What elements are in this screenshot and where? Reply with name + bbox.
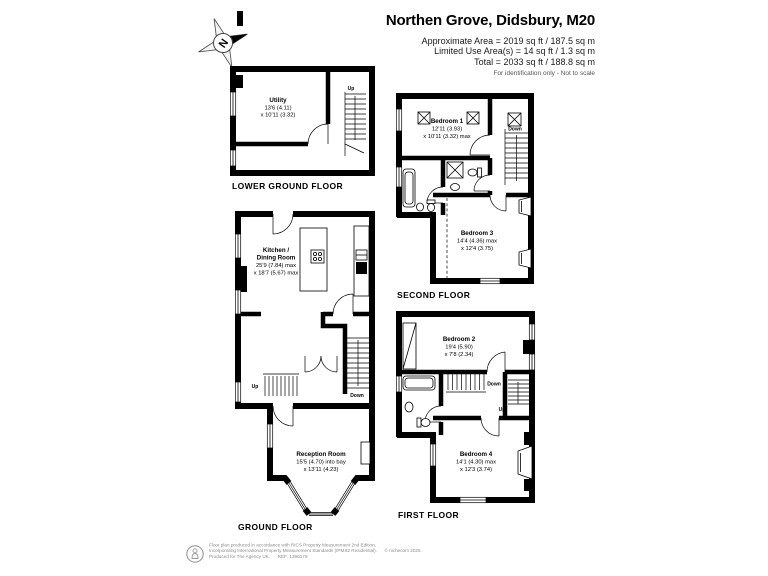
sink	[450, 183, 460, 191]
stairs-down-label: Down	[350, 393, 364, 399]
room-dim: x 12'4 (3.75)	[461, 246, 493, 252]
header-block: Northen Grove, Didsbury, M20 Approximate…	[295, 12, 595, 77]
staircase-down	[347, 337, 369, 389]
room-name-bedroom1: Bedroom 1	[431, 118, 464, 125]
room-dim: x 18'7 (5.67) max	[254, 271, 299, 277]
footer-standards: Incorporating International Property Mea…	[209, 549, 377, 555]
stairs-up-label: Up	[252, 384, 259, 390]
footer-block: Floor plan produced in accordance with R…	[209, 543, 604, 561]
room-dim: 14'4 (4.36) max	[457, 239, 497, 245]
room-dim: 19'4 (5.90)	[445, 345, 473, 351]
room-dim: x 7'8 (2.34)	[445, 352, 474, 358]
footer-line3: Produced for The Agency UK. REF: 1396179	[209, 555, 604, 561]
sink	[416, 202, 424, 212]
fireplace	[360, 441, 371, 465]
door	[272, 405, 294, 427]
room-dim: 15'5 (4.70) into bay	[296, 460, 346, 466]
stairs-down-label: Down	[508, 127, 522, 133]
door	[332, 293, 354, 315]
first-floor-plan: Down Up Bedroom 2 19'4 (5.90) x 7'8 (2.3…	[396, 311, 536, 504]
wardrobe	[402, 322, 417, 370]
room-dim: x 13'11 (4.23)	[304, 467, 339, 473]
room-name-reception: Reception Room	[296, 451, 346, 458]
bay-window-corners	[267, 475, 375, 516]
room-dim: x 10'11 (3.32) max	[423, 134, 470, 140]
window	[235, 233, 274, 449]
staircase-down	[504, 129, 528, 185]
room-dim: 12'11 (3.93)	[432, 127, 462, 133]
floor-label-second: SECOND FLOOR	[397, 290, 471, 300]
sink	[404, 401, 414, 413]
floor-label-ground: GROUND FLOOR	[238, 522, 313, 532]
chimney-breast	[236, 75, 243, 88]
room-name-bedroom3: Bedroom 3	[461, 230, 494, 237]
footer-ref: REF: 1396179	[277, 555, 308, 561]
second-floor-plan: Down Bedroom 1 12'11 (3.93) x 10'11 (3.3…	[396, 93, 534, 285]
kitchen-island	[299, 227, 328, 292]
staircase-down	[446, 374, 486, 393]
floor-label-first: FIRST FLOOR	[398, 510, 460, 520]
staircase-up	[344, 92, 366, 156]
ground-floor-plan: Down Up Kitchen / Dining Room 25'9 (7.84…	[235, 210, 375, 516]
page-title: Northen Grove, Didsbury, M20	[385, 12, 595, 29]
room-dim: x 12'3 (3.74)	[460, 467, 492, 473]
footer-copyright: © nichecom 2025.	[384, 549, 422, 555]
door	[424, 351, 506, 437]
room-name-bedroom4: Bedroom 4	[460, 451, 493, 458]
staircase-up	[263, 373, 299, 396]
floor-label-lower-ground: LOWER GROUND FLOOR	[232, 181, 344, 191]
plan-corner-mark	[237, 11, 243, 26]
interior-wall	[320, 312, 348, 394]
room-dim: 13'6 (4.11)	[264, 106, 291, 112]
bathtub	[402, 168, 416, 208]
chimney-breast	[523, 340, 532, 354]
stairs-up-label: Up	[348, 86, 355, 92]
bathtub	[402, 375, 436, 391]
lower-ground-floor-plan: Up Utility 13'6 (4.11) x 10'11 (3.32)	[230, 66, 375, 176]
room-name-kitchen: Kitchen /	[263, 247, 289, 254]
stairs-down-label: Down	[487, 382, 501, 388]
dormer-window	[518, 196, 532, 269]
door	[307, 123, 329, 145]
room-dim: 14'1 (4.30) max	[456, 460, 496, 466]
room-name-kitchen2: Dining Room	[257, 255, 296, 262]
toilet	[416, 417, 431, 428]
total-area: Total = 2033 sq ft / 188.8 sq m	[474, 56, 595, 67]
toilet	[467, 167, 482, 178]
door	[426, 134, 507, 212]
window	[396, 323, 536, 504]
nichecom-logo-icon	[186, 545, 204, 563]
bay-window	[517, 432, 533, 491]
shower	[446, 161, 464, 179]
room-name-utility: Utility	[269, 97, 287, 104]
chimney-breast	[241, 266, 247, 292]
double-doors	[304, 355, 338, 373]
footer-line1: Floor plan produced in accordance with R…	[209, 543, 376, 549]
approximate-area: Approximate Area = 2019 sq ft / 187.5 sq…	[421, 36, 595, 46]
limited-use-area: Limited Use Area(s) = 14 sq ft / 1.3 sq …	[434, 46, 595, 57]
room-dim: 25'9 (7.84) max	[256, 263, 296, 269]
bay-window	[287, 481, 355, 516]
room-name-bedroom2: Bedroom 2	[443, 336, 476, 343]
footer-line2: Incorporating International Property Mea…	[209, 549, 604, 555]
front-door	[272, 213, 294, 235]
stairs-up-label: Up	[499, 407, 506, 413]
disclaimer: For identification only - Not to scale	[493, 70, 595, 78]
skylight	[417, 111, 522, 127]
window	[230, 91, 237, 167]
compass-rose-icon: N	[198, 18, 248, 68]
room-dim: x 10'11 (3.32)	[261, 113, 296, 119]
toilet	[426, 199, 436, 212]
kitchen-counter	[353, 225, 370, 297]
staircase-up	[508, 379, 529, 405]
window	[396, 108, 501, 285]
footer-produced-for: Produced for The Agency UK.	[209, 555, 271, 561]
